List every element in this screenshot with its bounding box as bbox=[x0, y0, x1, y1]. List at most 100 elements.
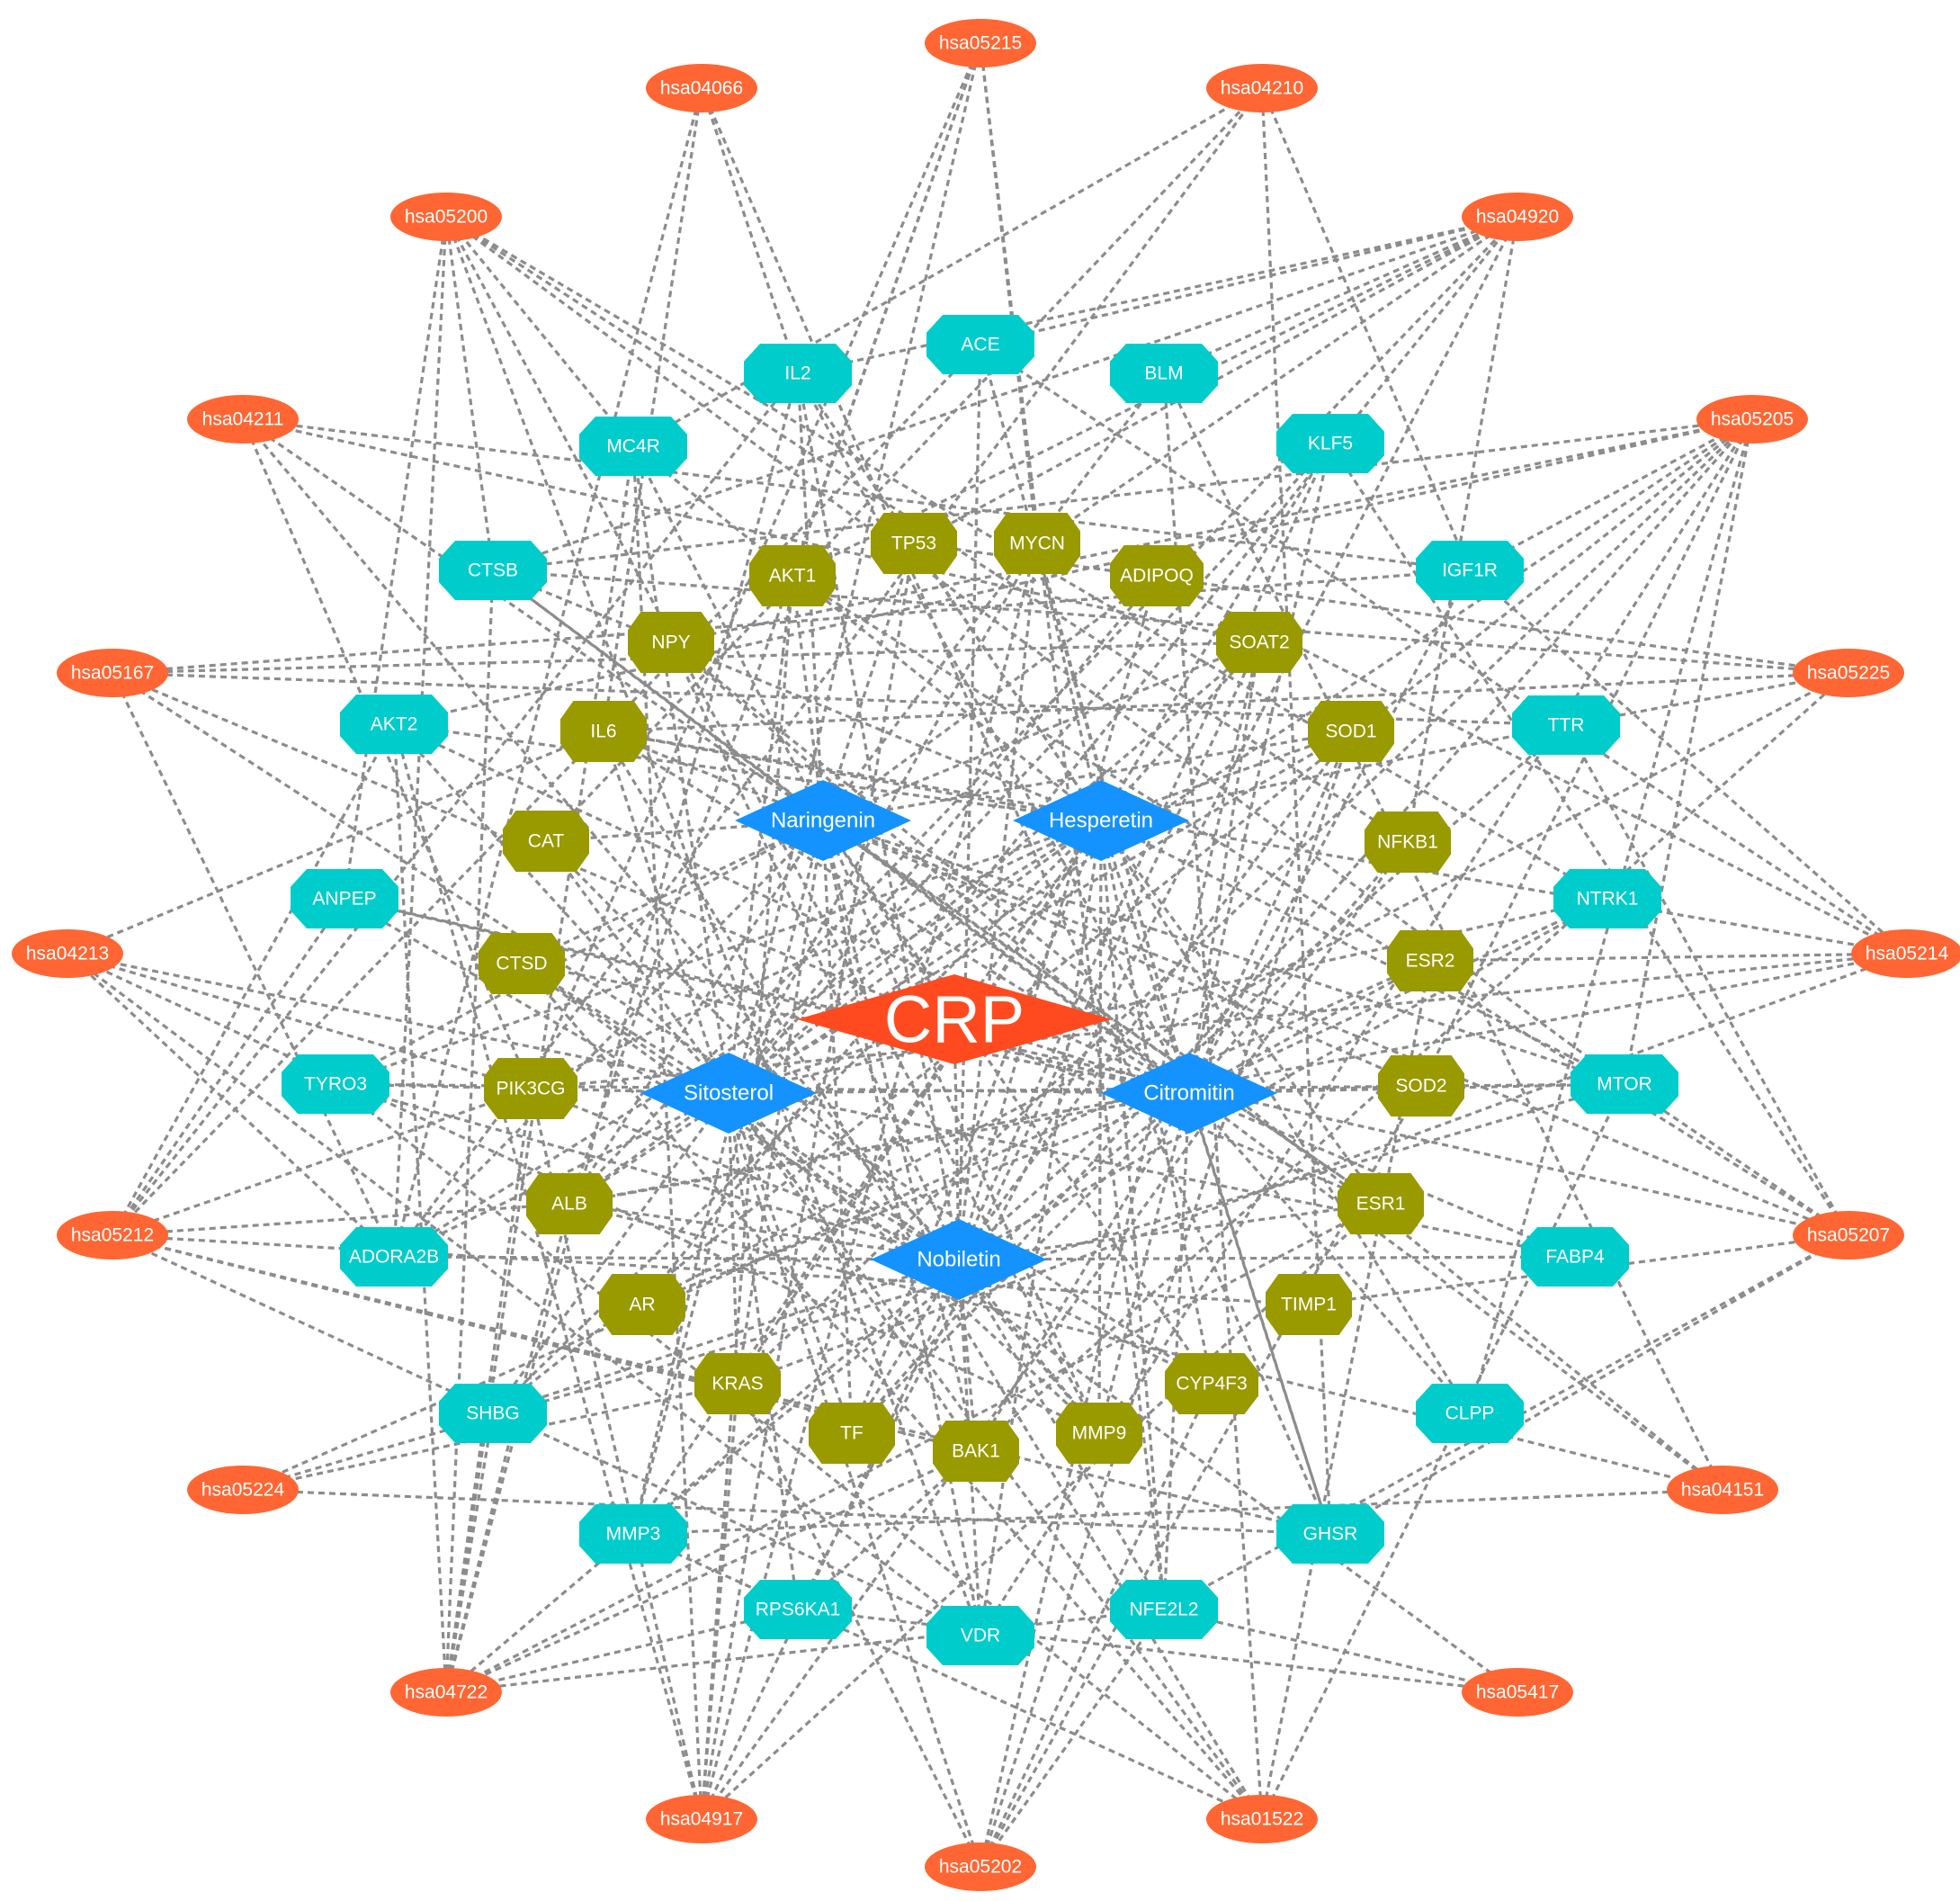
edge bbox=[700, 841, 1410, 1820]
pathway-ellipse bbox=[390, 193, 502, 241]
node-label: ESR1 bbox=[1356, 1194, 1406, 1215]
outer-target-node-rps6ka1: RPS6KA1 bbox=[744, 1580, 852, 1639]
edge bbox=[728, 730, 1352, 1095]
edge bbox=[821, 820, 982, 1636]
node-label: MC4R bbox=[606, 436, 660, 457]
compound-node-sitosterol: Sitosterol bbox=[640, 1053, 817, 1134]
node-label: IGF1R bbox=[1442, 560, 1498, 581]
edge bbox=[631, 820, 825, 1535]
node-label: IL6 bbox=[590, 722, 616, 742]
pathway-ellipse bbox=[1462, 193, 1573, 241]
edge bbox=[953, 1018, 1190, 1095]
node-label: NFE2L2 bbox=[1129, 1600, 1198, 1620]
node-label: BLM bbox=[1144, 363, 1183, 384]
node-label: ESR2 bbox=[1406, 951, 1455, 972]
node-label: Naringenin bbox=[771, 809, 875, 833]
pathway-ellipse bbox=[925, 1843, 1036, 1891]
edge bbox=[1099, 820, 1166, 1610]
node-label: hsa01522 bbox=[1221, 1809, 1303, 1830]
pathway-ellipse bbox=[1851, 929, 1960, 978]
node-label: hsa05224 bbox=[201, 1480, 285, 1501]
edge bbox=[529, 1088, 703, 1820]
edge bbox=[444, 1203, 571, 1693]
pathway-ellipse bbox=[1793, 649, 1904, 697]
edge bbox=[850, 820, 1103, 1434]
inner-target-node-cat: CAT bbox=[503, 811, 589, 872]
edge bbox=[797, 1608, 1518, 1694]
edge bbox=[343, 216, 448, 900]
edge bbox=[1162, 372, 1724, 1491]
outer-target-node-nfe2l2: NFE2L2 bbox=[1110, 1580, 1218, 1639]
pathway-ellipse bbox=[925, 19, 1036, 67]
edge bbox=[603, 730, 1190, 1095]
edge bbox=[821, 543, 916, 821]
node-label: CRP bbox=[884, 982, 1025, 1057]
node-label: SOAT2 bbox=[1229, 632, 1289, 653]
edge bbox=[821, 372, 1166, 821]
node-label: hsa04151 bbox=[1681, 1480, 1764, 1501]
edge bbox=[700, 87, 1332, 1535]
edge bbox=[631, 1258, 961, 1536]
inner-target-node-akt1: AKT1 bbox=[749, 545, 836, 606]
outer-target-node-vdr: VDR bbox=[926, 1606, 1034, 1665]
edge bbox=[1036, 215, 1518, 545]
node-layer: hsa05215hsa04210hsa04920hsa05205hsa05225… bbox=[12, 19, 1960, 1891]
edge bbox=[1260, 1083, 1626, 1820]
edge bbox=[444, 569, 495, 1693]
outer-target-octagon bbox=[1110, 1580, 1218, 1639]
node-label: PIK3CG bbox=[496, 1079, 565, 1099]
node-label: NFKB1 bbox=[1377, 832, 1438, 853]
pathway-node-hsa05200: hsa05200 bbox=[390, 193, 502, 241]
edge bbox=[335, 819, 1102, 1086]
outer-target-octagon bbox=[1110, 344, 1218, 403]
edge bbox=[1429, 952, 1908, 963]
edge bbox=[335, 819, 824, 1086]
inner-target-octagon bbox=[1308, 701, 1394, 762]
outer-target-octagon bbox=[744, 1580, 852, 1639]
edge bbox=[112, 1233, 977, 1453]
node-label: hsa05205 bbox=[1711, 409, 1794, 430]
node-label: TTR bbox=[1548, 715, 1585, 736]
outer-target-octagon bbox=[291, 869, 398, 928]
node-label: hsa05417 bbox=[1476, 1682, 1559, 1703]
outer-target-octagon bbox=[744, 344, 852, 403]
node-label: FABP4 bbox=[1545, 1247, 1605, 1268]
edge bbox=[1099, 820, 1472, 1414]
inner-target-node-adipoq: ADIPOQ bbox=[1110, 545, 1204, 606]
edge bbox=[670, 417, 1753, 644]
edge bbox=[67, 952, 1100, 1435]
edge bbox=[1099, 820, 1383, 1205]
edge bbox=[242, 417, 1260, 644]
node-label: TF bbox=[840, 1423, 864, 1444]
node-label: ALB bbox=[551, 1194, 587, 1215]
edge bbox=[821, 820, 978, 1452]
inner-target-node-nfkb1: NFKB1 bbox=[1365, 812, 1451, 873]
pathway-node-hsa05207: hsa05207 bbox=[1793, 1211, 1904, 1260]
pathway-ellipse bbox=[646, 1795, 757, 1843]
edge bbox=[1406, 216, 1519, 843]
inner-target-octagon bbox=[871, 513, 957, 574]
node-label: Sitosterol bbox=[684, 1081, 774, 1106]
edge bbox=[796, 671, 1850, 1611]
edge bbox=[1624, 1082, 1849, 1237]
node-label: TP53 bbox=[891, 534, 936, 554]
compound-diamond bbox=[735, 780, 911, 861]
edge bbox=[822, 641, 1260, 822]
node-label: hsa04722 bbox=[405, 1682, 488, 1703]
edge bbox=[1097, 820, 1103, 1434]
pathway-ellipse bbox=[646, 64, 757, 112]
inner-target-octagon bbox=[749, 545, 836, 606]
node-label: CTSB bbox=[468, 560, 518, 581]
edge bbox=[530, 952, 1908, 1090]
edge bbox=[727, 574, 1159, 1095]
node-label: AR bbox=[629, 1295, 655, 1315]
outer-target-octagon bbox=[926, 315, 1034, 374]
outer-target-node-igf1r: IGF1R bbox=[1416, 541, 1524, 600]
edge bbox=[957, 543, 1039, 1260]
node-label: ADORA2B bbox=[349, 1247, 439, 1268]
edge bbox=[669, 641, 961, 1260]
edge bbox=[979, 820, 1103, 1636]
edge bbox=[112, 1087, 532, 1237]
inner-target-octagon bbox=[560, 701, 647, 762]
